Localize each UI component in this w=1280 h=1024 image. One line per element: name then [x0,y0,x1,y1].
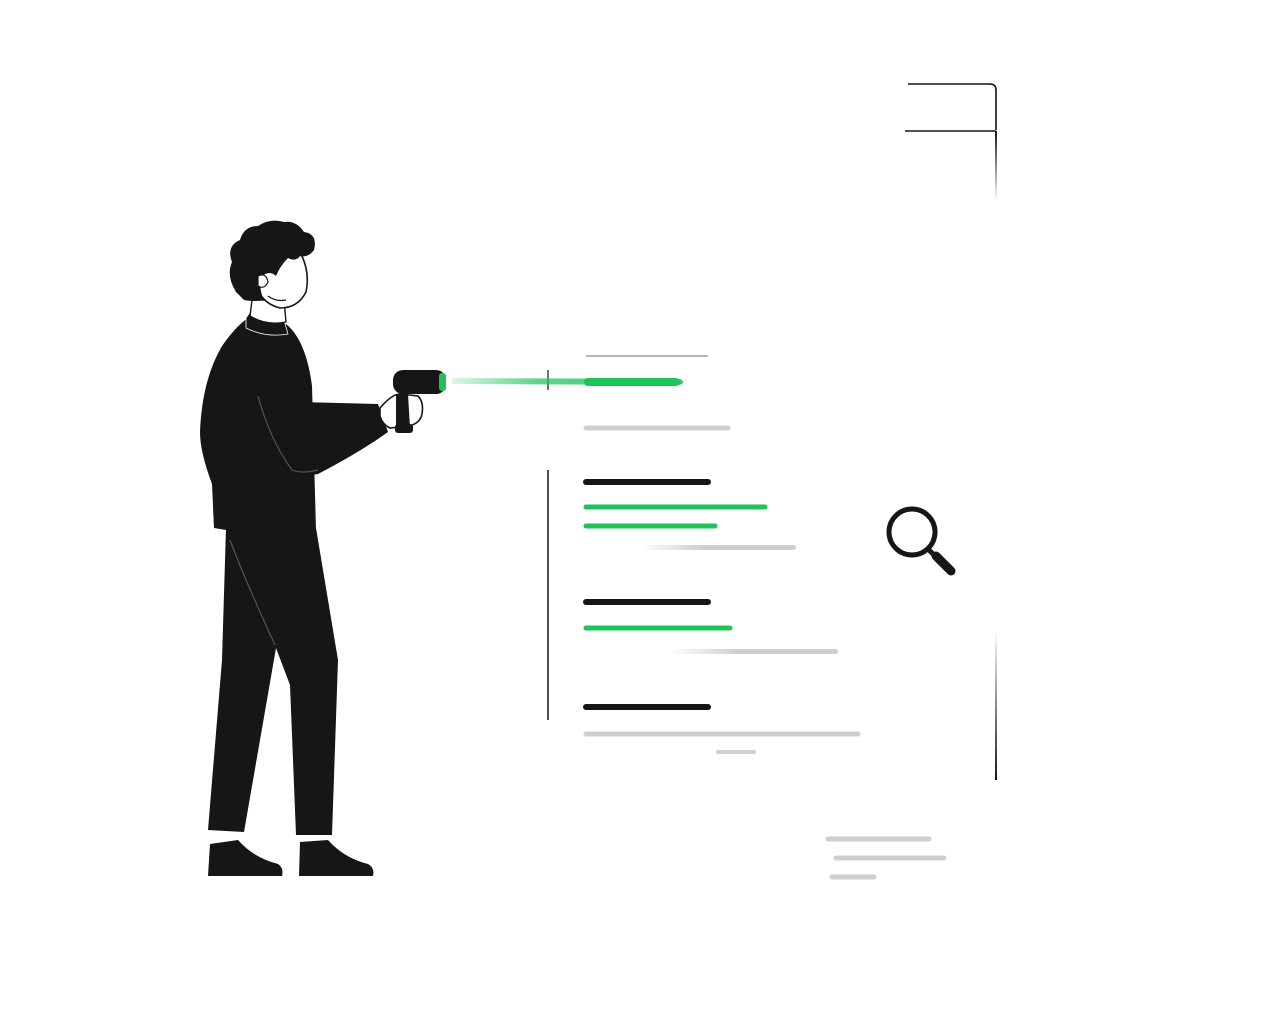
person-arm [288,402,388,475]
document-lines [583,425,947,880]
scanner-gun-icon [393,370,446,433]
line-grey-3 [670,649,838,654]
line-grey-2 [640,545,796,550]
person-sweater [200,318,316,534]
beam-hit-line [584,378,680,386]
scanner-body [393,370,446,394]
scanner-grip-base [395,424,413,433]
person-figure [200,220,424,876]
person-trousers [208,528,338,835]
frame-right-edge-lower [995,630,997,780]
frame-right-edge-upper [995,131,997,201]
person-shoe-left [208,840,283,876]
arm-crease [257,395,319,473]
person-shoe-right [299,840,374,876]
magnifier-icon [886,506,956,576]
document-frame [547,83,997,780]
person-hair [229,220,315,301]
trouser-seam [229,539,276,646]
scan-beam [452,378,683,386]
panel-left-edge [547,470,549,720]
person-ear [257,274,269,288]
scanner-lens [439,373,446,391]
person-chin-line [267,295,287,302]
scanner-handle [396,394,410,430]
frame-top-right [908,83,997,130]
